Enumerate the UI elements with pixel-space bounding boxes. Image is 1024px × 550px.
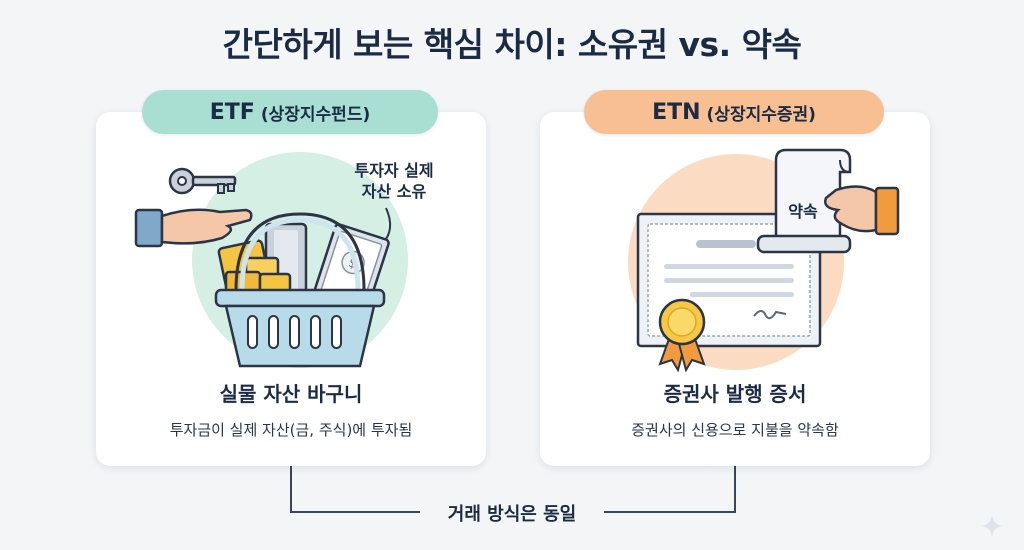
medal-icon (658, 298, 706, 372)
page-title: 간단하게 보는 핵심 차이: 소유권 vs. 약속 (222, 25, 802, 64)
shared-trading-label: 거래 방식은 동일 (420, 500, 604, 526)
etf-label: ETF (상장지수펀드) (142, 90, 438, 134)
etf-label-sub: (상장지수펀드) (260, 104, 371, 125)
ownership-bubble: 투자자 실제 자산 소유 (334, 160, 454, 202)
etf-card: $ 투자자 실제 자산 소유 실물 자산 바구니 투자금이 실제 자산(금, 주… (96, 112, 486, 466)
etf-card-description: 투자금이 실제 자산(금, 주식)에 투자됨 (169, 421, 413, 439)
etn-card-title: 증권사 발행 증서 (663, 382, 807, 406)
hand-icon (134, 208, 253, 248)
etn-card-description: 증권사의 신용으로 지불을 약속함 (631, 421, 839, 439)
etn-label: ETN (상장지수증권) (584, 90, 884, 134)
etf-card-title: 실물 자산 바구니 (219, 382, 363, 406)
key-icon (168, 167, 237, 195)
hand-icon (824, 185, 900, 236)
etn-card: 약속 증권사 발행 증서 증권사의 신용으로 지불을 약속함 (540, 112, 930, 466)
sparkle-icon (981, 515, 1003, 537)
bubble-line-2: 자산 소유 (361, 182, 427, 201)
etn-label-main: ETN (652, 99, 701, 125)
basket-icon (214, 288, 386, 368)
etf-illustration: $ (134, 152, 408, 368)
etn-label-sub: (상장지수증권) (706, 104, 816, 125)
scroll-icon (756, 148, 852, 254)
etn-illustration (628, 148, 900, 372)
etf-label-main: ETF (209, 99, 255, 125)
bubble-line-1: 투자자 실제 (354, 161, 434, 180)
scroll-text: 약속 (788, 202, 818, 221)
